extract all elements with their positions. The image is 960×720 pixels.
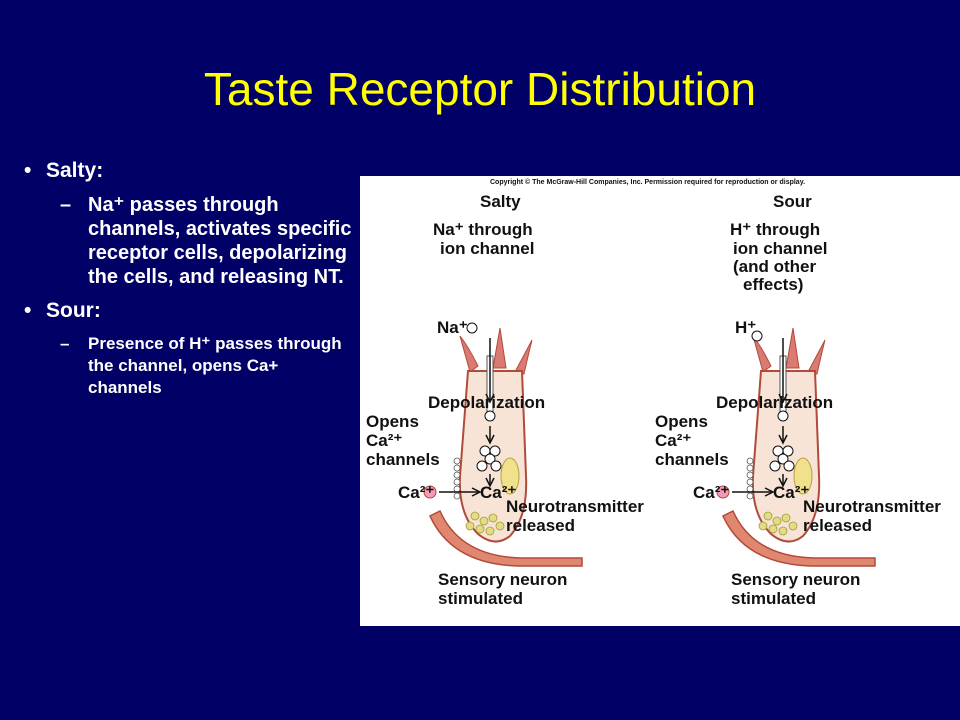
ca-cell-label: Ca²⁺ (480, 483, 516, 502)
sensory-label: Sensory neuron (438, 570, 567, 589)
nucleus (500, 457, 520, 495)
microvillus (785, 327, 800, 369)
sub-bullet-dash: – (60, 194, 72, 216)
bullet-salty: • Salty: (22, 157, 352, 185)
microvillus (459, 335, 479, 373)
stimulated-label: stimulated (731, 589, 816, 608)
sub-bullet-sour-text: Presence of H⁺ passes through the channe… (88, 334, 342, 397)
ca-channel-beads (453, 457, 461, 500)
ca-channel-beads (746, 457, 754, 500)
channels-label: channels (366, 450, 440, 469)
sub-bullet-salty: – Na⁺ passes through channels, activates… (22, 193, 352, 289)
ca-ion-dot (716, 485, 730, 499)
figure-svg: Copyright © The McGraw-Hill Companies, I… (366, 178, 941, 608)
sensory-neuron (722, 509, 876, 567)
sub-bullet-dash: – (60, 334, 70, 353)
depolarization-label: Depolarization (716, 393, 833, 412)
ion-label: Na⁺ (437, 318, 468, 337)
ca-in-label: Ca²⁺ (693, 483, 729, 502)
copyright-notice: Copyright © The McGraw-Hill Companies, I… (490, 178, 805, 186)
depolarization-label: Depolarization (428, 393, 545, 412)
ca-ion-dot (423, 485, 437, 499)
ion-label: H⁺ (735, 318, 756, 337)
panel-desc-line: effects) (743, 275, 803, 294)
sensory-neuron (429, 509, 583, 567)
panel-desc-line: (and other (733, 257, 816, 276)
bullet-dot: • (24, 299, 32, 322)
slide-title: Taste Receptor Distribution (203, 63, 757, 115)
nt-released-label: released (506, 516, 575, 535)
panel-desc-line: Na⁺ through (433, 220, 533, 239)
sensory-label: Sensory neuron (731, 570, 860, 589)
stimulated-label: stimulated (438, 589, 523, 608)
microvillus (752, 335, 772, 373)
panel-salty: Salty Na⁺ through ion channel (366, 192, 644, 608)
positive-charges (466, 322, 502, 472)
bullet-dot: • (24, 159, 32, 182)
microvillus (492, 327, 507, 369)
nucleus (793, 457, 813, 495)
panel-desc-line: H⁺ through (730, 220, 820, 239)
bullet-salty-label: Salty: (46, 159, 104, 182)
sub-bullet-sour: – Presence of H⁺ passes through the chan… (22, 333, 352, 399)
positive-charges (751, 330, 795, 472)
taste-receptor-figure: Copyright © The McGraw-Hill Companies, I… (360, 176, 960, 626)
ca-label: Ca²⁺ (366, 431, 402, 450)
microvillus (807, 339, 826, 375)
panel-desc-line: ion channel (440, 239, 534, 258)
sub-bullet-salty-text: Na⁺ passes through channels, activates s… (88, 194, 352, 288)
nt-released-label: released (803, 516, 872, 535)
ca-cell-label: Ca²⁺ (773, 483, 809, 502)
panel-heading: Salty (480, 192, 521, 211)
vesicles (465, 511, 505, 536)
nt-label: Neurotransmitter (506, 497, 644, 516)
opens-label: Opens (366, 412, 419, 431)
panel-desc-line: ion channel (733, 239, 827, 258)
panel-sour: Sour H⁺ through ion channel (and other e… (655, 192, 941, 608)
channels-label: channels (655, 450, 729, 469)
arrows (732, 338, 788, 497)
microvillus (514, 339, 533, 375)
ca-label: Ca²⁺ (655, 431, 691, 450)
bullet-sour: • Sour: (22, 297, 352, 325)
nt-label: Neurotransmitter (803, 497, 941, 516)
vesicles (758, 511, 798, 536)
bullet-list: • Salty: – Na⁺ passes through channels, … (22, 157, 352, 399)
opens-label: Opens (655, 412, 708, 431)
ca-in-label: Ca²⁺ (398, 483, 434, 502)
arrows (439, 338, 495, 497)
bullet-sour-label: Sour: (46, 299, 101, 322)
panel-heading: Sour (773, 192, 812, 211)
